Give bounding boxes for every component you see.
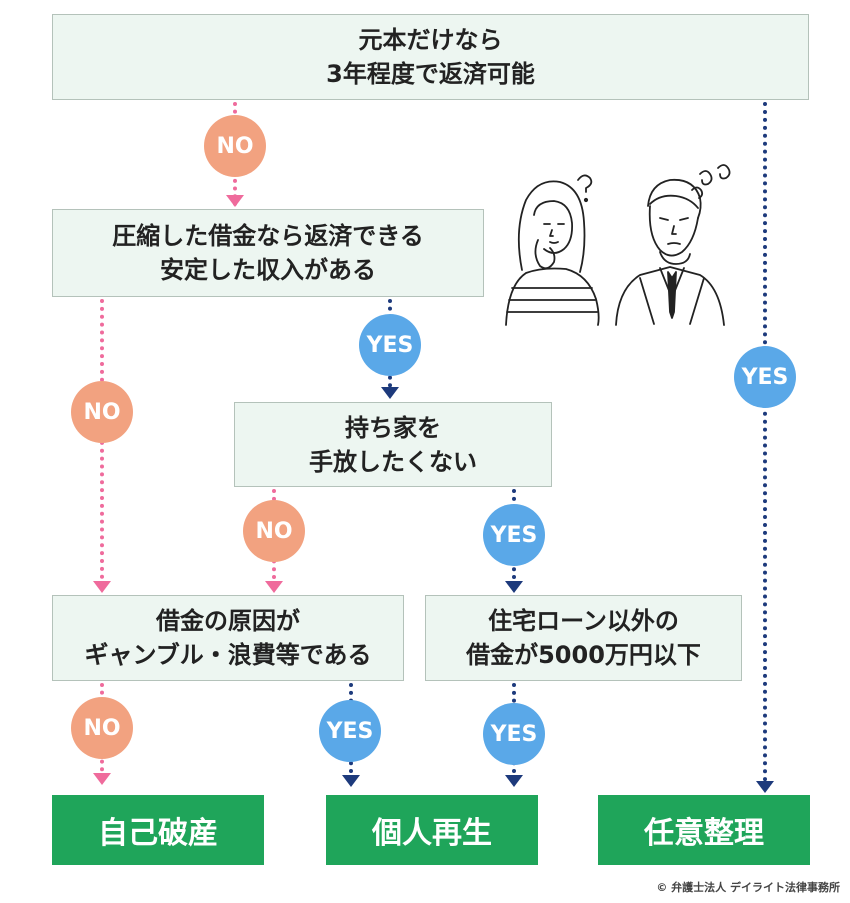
question-line: 元本だけなら [358, 26, 503, 54]
question-line: 借金が5000万円以下 [466, 641, 701, 669]
answer-no-circle: NO [71, 697, 133, 759]
arrow-down [226, 195, 244, 207]
arrow-down [265, 581, 283, 593]
question-line: 圧縮した借金なら返済できる [112, 222, 424, 250]
connector-line [763, 102, 767, 782]
question-line: 手放したくない [309, 447, 477, 476]
question-gambling-cause: 借金の原因が ギャンブル・浪費等である [52, 595, 404, 681]
question-keep-home: 持ち家を 手放したくない [234, 402, 552, 487]
worried-people-illustration [505, 164, 731, 326]
answer-no-circle: NO [204, 115, 266, 177]
copyright-text: © 弁護士法人 デイライト法律事務所 [656, 881, 840, 894]
arrow-down [342, 775, 360, 787]
answer-yes-circle: YES [734, 346, 796, 408]
result-bankruptcy: 自己破産 [52, 795, 264, 865]
question-line: 借金の原因が [156, 607, 300, 635]
arrow-down [756, 781, 774, 793]
connector-line [100, 299, 104, 587]
question-debt-under-50m: 住宅ローン以外の 借金が5000万円以下 [425, 595, 742, 681]
question-line: 安定した収入がある [160, 256, 376, 284]
answer-yes-circle: YES [319, 700, 381, 762]
question-stable-income: 圧縮した借金なら返済できる 安定した収入がある [52, 209, 484, 297]
answer-yes-circle: YES [483, 504, 545, 566]
arrow-down [505, 775, 523, 787]
arrow-down [505, 581, 523, 593]
result-rehabilitation: 個人再生 [326, 795, 538, 865]
question-line: ギャンブル・浪費等である [84, 641, 372, 669]
arrow-down [381, 387, 399, 399]
question-line: 持ち家を [345, 413, 441, 442]
result-voluntary: 任意整理 [598, 795, 810, 865]
arrow-down [93, 773, 111, 785]
arrow-down [93, 581, 111, 593]
answer-yes-circle: YES [359, 314, 421, 376]
question-principal-3-years: 元本だけなら 3年程度で返済可能 [52, 14, 809, 100]
answer-yes-circle: YES [483, 703, 545, 765]
question-line: 住宅ローン以外の [488, 607, 679, 635]
question-line: 3年程度で返済可能 [326, 60, 535, 88]
answer-no-circle: NO [243, 500, 305, 562]
answer-no-circle: NO [71, 381, 133, 443]
